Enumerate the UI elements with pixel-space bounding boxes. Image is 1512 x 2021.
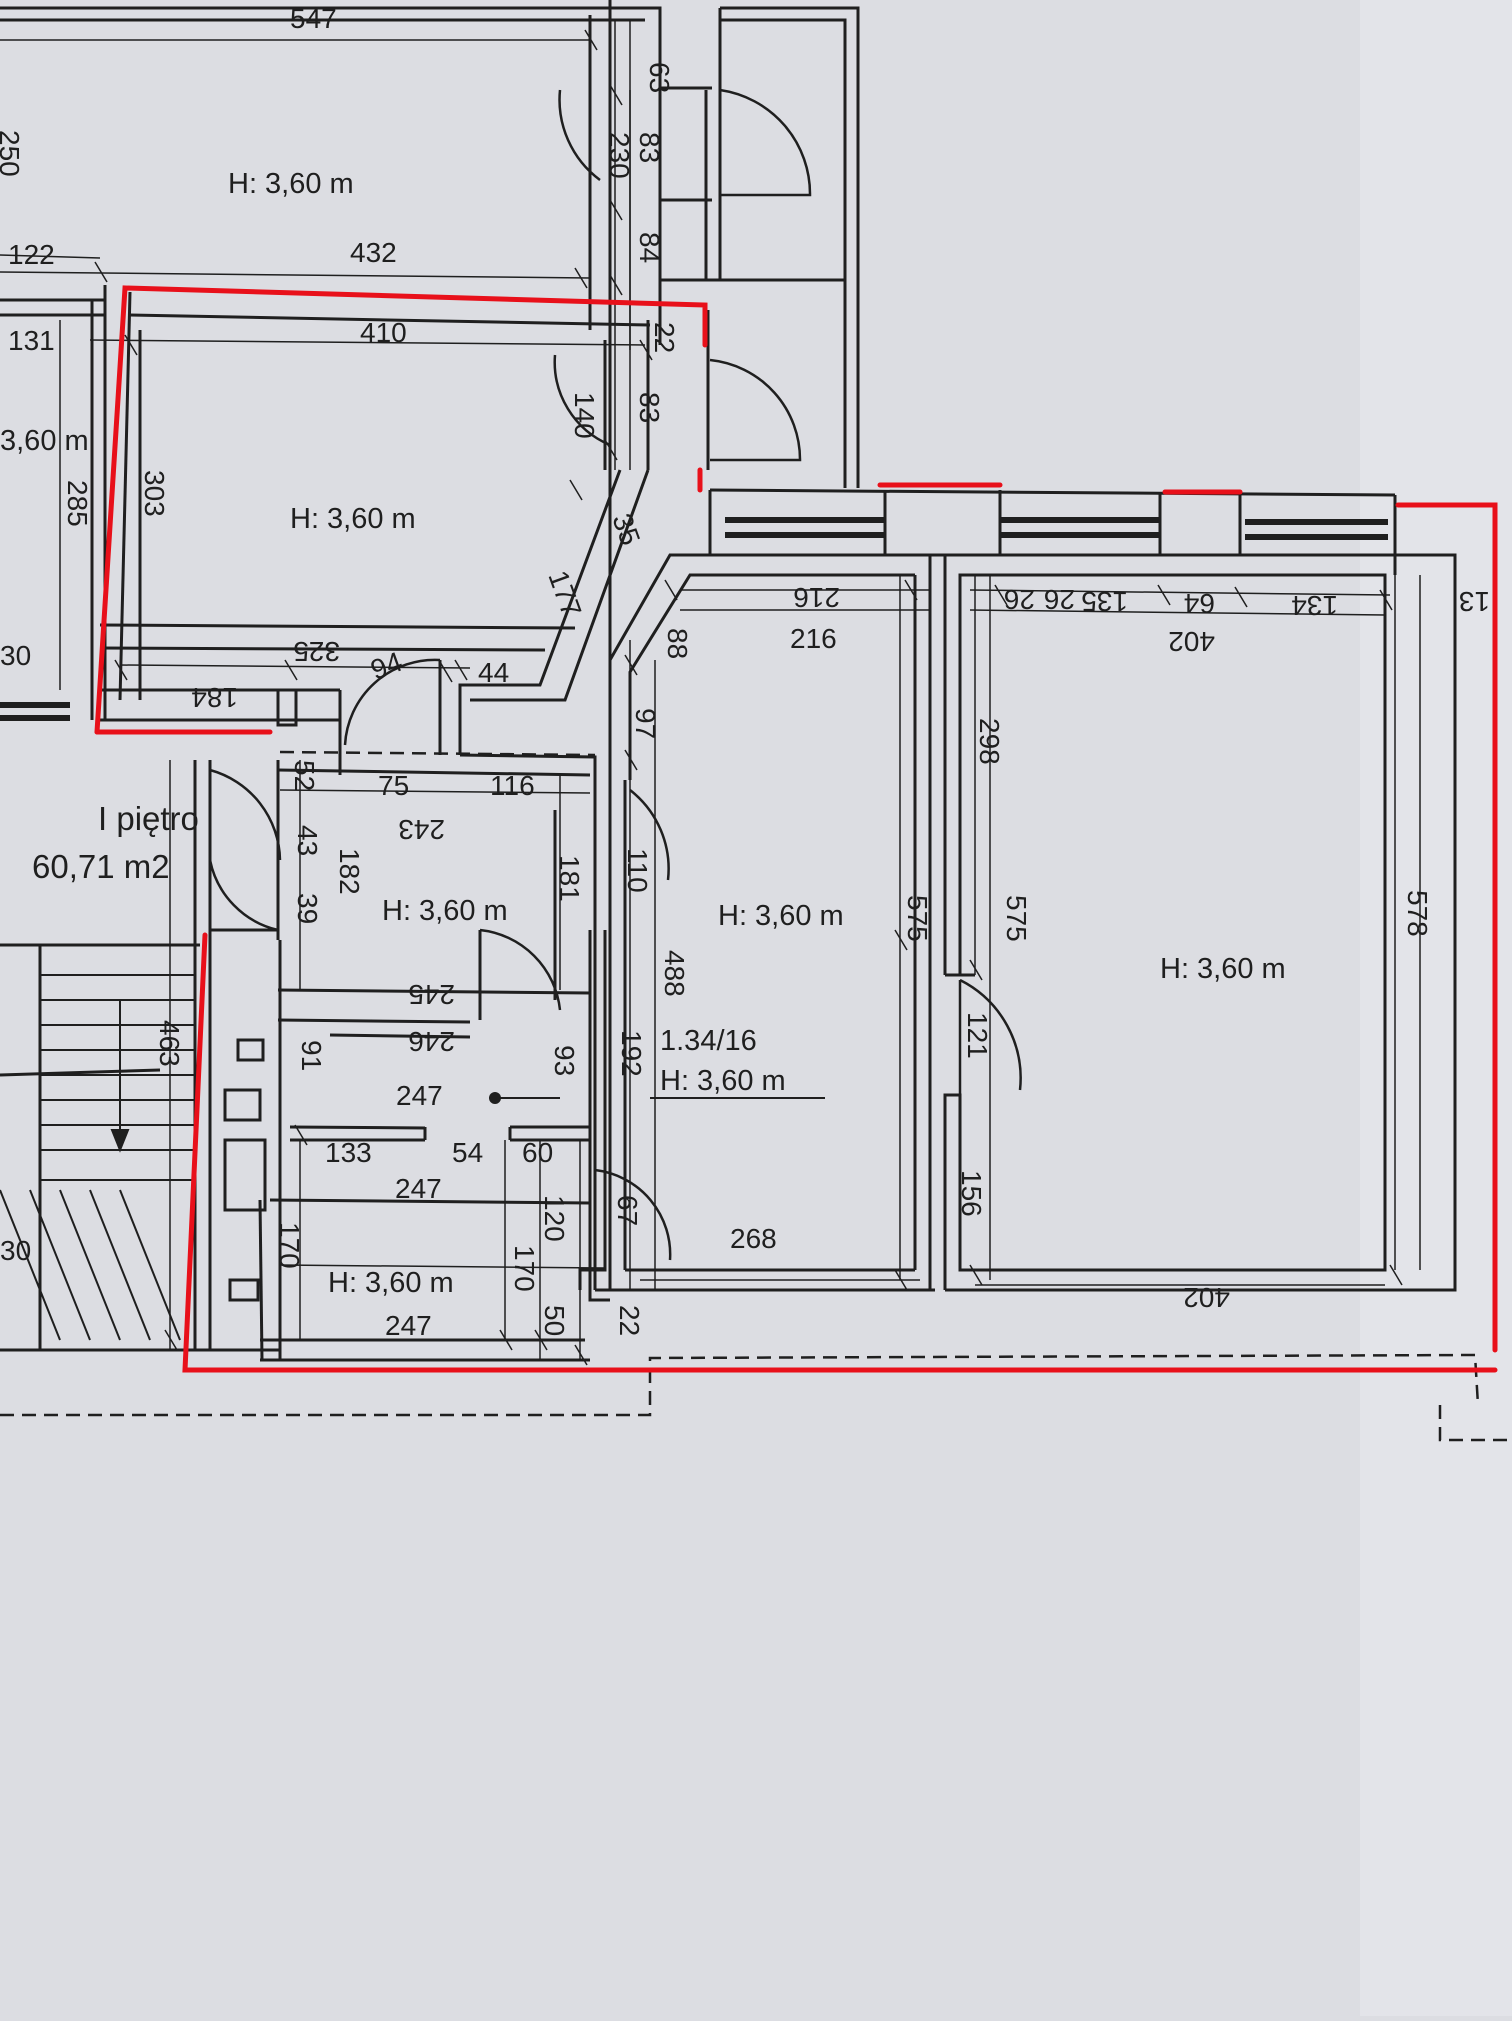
dim-50: 50 xyxy=(539,1305,570,1336)
height-left-room: 3,60 m xyxy=(0,425,89,457)
dim-83b: 83 xyxy=(634,392,665,423)
floor-label-group: I piętro 60,71 m2 xyxy=(32,800,199,885)
height-center: H: 3,60 m xyxy=(660,1065,786,1097)
height-big-room: H: 3,60 m xyxy=(1160,953,1286,985)
dim-26b: 26 xyxy=(1044,584,1075,615)
dim-575-right: 575 xyxy=(1001,895,1032,942)
dim-250: 250 xyxy=(0,130,25,177)
dim-39: 39 xyxy=(292,893,323,924)
dim-63: 63 xyxy=(644,62,675,93)
dim-230: 230 xyxy=(604,132,635,179)
stair-treads xyxy=(0,974,195,1341)
dim-140: 140 xyxy=(569,392,600,439)
toilet-fixture xyxy=(236,1038,265,1062)
floor-label: I piętro xyxy=(98,800,199,837)
dim-121: 121 xyxy=(962,1012,993,1059)
dim-110: 110 xyxy=(622,848,653,893)
dim-170-right: 170 xyxy=(509,1245,540,1292)
dim-135: 135 xyxy=(1081,586,1128,617)
dim-410: 410 xyxy=(360,317,407,348)
dim-547: 547 xyxy=(290,3,337,34)
dim-30-stairs: 30 xyxy=(0,1235,31,1266)
dim-91: 91 xyxy=(296,1040,327,1071)
dim-44: 44 xyxy=(478,657,509,688)
bathtub-fixture xyxy=(223,1138,267,1212)
dim-285: 285 xyxy=(62,480,93,527)
room-code: 1.34/16 xyxy=(660,1025,757,1057)
doors xyxy=(208,88,1022,1261)
dim-22-bottom: 22 xyxy=(614,1305,645,1336)
dim-60: 60 xyxy=(522,1137,553,1168)
dim-83: 83 xyxy=(634,132,665,163)
dim-488: 488 xyxy=(659,950,690,997)
height-red-room: H: 3,60 m xyxy=(290,503,416,535)
room-heights: H: 3,60 m H: 3,60 m 3,60 m H: 3,60 m H: … xyxy=(0,168,1286,1299)
dim-43: 43 xyxy=(292,825,323,856)
dim-156: 156 xyxy=(956,1170,987,1217)
dim-247-b: 247 xyxy=(395,1173,442,1204)
height-bathroom: H: 3,60 m xyxy=(328,1267,454,1299)
dim-325: 325 xyxy=(293,636,340,667)
dim-216-upper: 216 xyxy=(793,582,840,613)
dim-170-left: 170 xyxy=(274,1222,305,1269)
dim-402-top: 402 xyxy=(1168,626,1215,657)
dim-122: 122 xyxy=(8,239,55,270)
dim-216-lower: 216 xyxy=(790,623,837,654)
dim-30: 30 xyxy=(0,640,31,671)
dim-298: 298 xyxy=(974,718,1005,765)
dim-52: 52 xyxy=(289,760,320,791)
dim-93: 93 xyxy=(549,1045,580,1076)
dim-246: 246 xyxy=(408,1026,455,1057)
dim-247-a: 247 xyxy=(396,1080,443,1111)
dim-245: 245 xyxy=(408,979,455,1010)
paper-light-edge xyxy=(1360,0,1512,2016)
dim-26: 26 xyxy=(1004,584,1035,615)
unit-boundary xyxy=(94,285,1498,1373)
dim-192: 192 xyxy=(616,1030,647,1077)
dim-181: 181 xyxy=(554,855,585,902)
dim-184: 184 xyxy=(191,682,238,713)
dim-84: 84 xyxy=(634,232,665,263)
dim-134: 134 xyxy=(1291,590,1338,621)
dim-133: 133 xyxy=(325,1137,372,1168)
dim-75: 75 xyxy=(378,770,409,801)
dim-54: 54 xyxy=(452,1137,483,1168)
room-marker-dot xyxy=(489,1092,501,1104)
sink-fixture xyxy=(223,1088,262,1122)
dim-303: 303 xyxy=(139,470,170,517)
dim-578: 578 xyxy=(1402,890,1433,937)
height-corridor: H: 3,60 m xyxy=(382,895,508,927)
floor-area: 60,71 m2 xyxy=(32,848,170,885)
dimension-lines xyxy=(0,20,1421,1360)
dim-67: 67 xyxy=(612,1195,643,1226)
dim-182: 182 xyxy=(334,848,365,895)
dim-463: 463 xyxy=(154,1020,185,1067)
dim-432: 432 xyxy=(350,237,397,268)
height-hall: H: 3,60 m xyxy=(718,900,844,932)
dim-131: 131 xyxy=(8,325,55,356)
dim-116: 116 xyxy=(490,770,535,801)
dim-64: 64 xyxy=(1184,588,1215,619)
toilet-fixture-2 xyxy=(228,1278,260,1302)
dim-13: 13 xyxy=(1459,586,1490,617)
height-top-room: H: 3,60 m xyxy=(228,168,354,200)
dim-97: 97 xyxy=(630,708,661,739)
dim-243: 243 xyxy=(398,814,445,845)
radiator-fixture xyxy=(276,688,298,727)
dim-247-c: 247 xyxy=(385,1310,432,1341)
windows xyxy=(0,517,1388,721)
walls xyxy=(0,0,1457,1362)
dim-268: 268 xyxy=(730,1223,777,1254)
dim-22: 22 xyxy=(649,322,680,353)
dim-575-left: 575 xyxy=(902,895,933,942)
sanitary-fixtures xyxy=(223,688,298,1302)
dim-88: 88 xyxy=(662,628,693,659)
dimension-ticks xyxy=(94,29,1403,1366)
dim-402-bottom: 402 xyxy=(1183,1282,1230,1313)
dim-120: 120 xyxy=(539,1195,570,1242)
dimension-labels: 547 63 83 230 250 122 432 84 131 410 22 … xyxy=(0,3,1490,1341)
